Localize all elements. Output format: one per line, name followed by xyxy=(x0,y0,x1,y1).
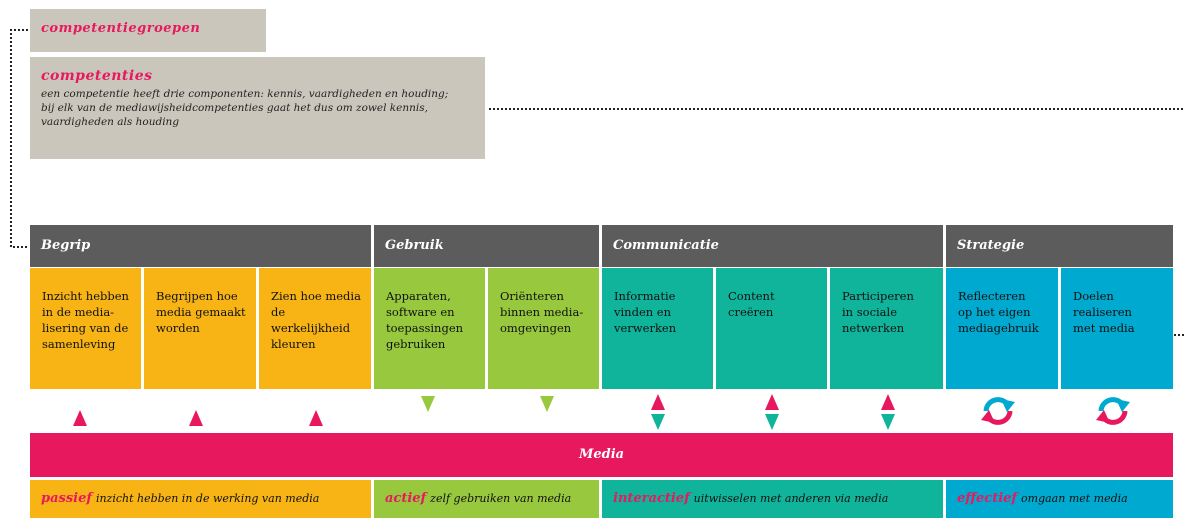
footer-text: inzicht hebben in de werking van media xyxy=(95,492,320,505)
group-header-begrip: Begrip xyxy=(30,225,371,267)
group-title: Gebruik xyxy=(385,238,444,253)
group-title: Communicatie xyxy=(613,238,719,253)
footer-text: omgaan met media xyxy=(1021,492,1128,505)
cell-line: kleuren xyxy=(271,337,316,351)
media-bar: Media xyxy=(30,433,1173,477)
footer-keyword: effectief xyxy=(957,491,1018,506)
down-arrow-icon xyxy=(881,414,895,430)
cell-line: realiseren xyxy=(1073,305,1132,319)
cell-line: software en xyxy=(386,305,455,319)
group-header-communicatie: Communicatie xyxy=(602,225,943,267)
cell-line: Zien hoe media xyxy=(271,289,361,303)
competency-groups-label: competentiegroepen xyxy=(41,21,201,36)
competency-groups-legend: competentiegroepen xyxy=(30,9,266,52)
cell-line: netwerken xyxy=(842,321,905,335)
cell-line: Apparaten, xyxy=(386,289,451,303)
down-arrow-icon xyxy=(651,414,665,430)
competency-cell-begrip-1: Inzicht hebben in de media- lisering van… xyxy=(30,268,141,389)
cell-line: met media xyxy=(1073,321,1135,335)
cell-line: worden xyxy=(156,321,200,335)
cell-line: Informatie xyxy=(614,289,676,303)
cell-line: op het eigen xyxy=(958,305,1031,319)
footer-keyword: interactief xyxy=(613,491,690,506)
cell-line: Content creëren xyxy=(728,289,775,319)
cell-line: Begrijpen hoe xyxy=(156,289,238,303)
cycle-arrowhead xyxy=(1116,399,1130,412)
description-line: een competentie heeft drie componenten: … xyxy=(41,88,449,100)
down-arrow-icon xyxy=(765,414,779,430)
cell-line: samenleving xyxy=(42,337,116,351)
down-arrow-icon xyxy=(421,396,435,412)
cycle-arrowhead xyxy=(1096,410,1110,423)
footer-text: uitwisselen met anderen via media xyxy=(693,492,889,505)
competency-cell-communicatie-3: Participeren in sociale netwerken xyxy=(830,268,943,389)
group-header-strategie: Strategie xyxy=(946,225,1173,267)
competency-cell-communicatie-1: Informatie vinden en verwerken xyxy=(602,268,713,389)
competency-cell-gebruik-2: Oriënteren binnen media- omgevingen xyxy=(488,268,599,389)
competency-cell-begrip-2: Begrijpen hoe media gemaakt worden xyxy=(144,268,256,389)
description-line: bij elk van de mediawijsheidcompetenties… xyxy=(41,102,428,114)
cell-line: lisering van de xyxy=(42,321,129,335)
cell-line: Reflecteren xyxy=(958,289,1026,303)
cell-line: toepassingen xyxy=(386,321,464,335)
competencies-legend: competenties een competentie heeft drie … xyxy=(30,57,485,159)
up-arrow-icon xyxy=(189,410,203,426)
competency-cell-strategie-2: Doelen realiseren met media xyxy=(1061,268,1173,389)
description-line: vaardigheden als houding xyxy=(41,116,180,128)
up-arrow-icon xyxy=(881,394,895,410)
footer-keyword: passief xyxy=(41,491,92,506)
groups-connector xyxy=(10,29,28,248)
cell-line: media gemaakt xyxy=(156,305,246,319)
up-arrow-icon xyxy=(765,394,779,410)
cell-line: omgevingen xyxy=(500,321,572,335)
competency-cell-strategie-1: Reflecteren op het eigen mediagebruik xyxy=(946,268,1058,389)
cell-line: Doelen xyxy=(1073,289,1114,303)
competency-cell-communicatie-2: Content creëren xyxy=(716,268,827,389)
cell-line: Oriënteren xyxy=(500,289,564,303)
cell-line: vinden en xyxy=(614,305,672,319)
competency-cell-begrip-3: Zien hoe media de werkelijkheid kleuren xyxy=(259,268,371,389)
cell-line: in de media- xyxy=(42,305,115,319)
competency-cell-gebruik-1: Apparaten, software en toepassingen gebr… xyxy=(374,268,485,389)
group-title: Strategie xyxy=(957,238,1025,253)
interaction-arrows xyxy=(73,394,1130,430)
cell-line: gebruiken xyxy=(386,337,446,351)
up-arrow-icon xyxy=(651,394,665,410)
cell-line: verwerken xyxy=(614,321,677,335)
cell-line: de werkelijkheid xyxy=(271,305,351,335)
cell-line: mediagebruik xyxy=(958,321,1039,335)
group-title: Begrip xyxy=(41,238,91,253)
cycle-arrowhead xyxy=(1001,399,1015,412)
down-arrow-icon xyxy=(540,396,554,412)
media-label: Media xyxy=(578,447,625,462)
competencies-title: competenties xyxy=(41,68,153,84)
competencies-description: een competentie heeft drie componenten: … xyxy=(41,87,448,129)
footer-keyword: actief xyxy=(385,491,427,506)
cell-line: Inzicht hebben xyxy=(42,289,129,303)
up-arrow-icon xyxy=(73,410,87,426)
footer-text: zelf gebruiken van media xyxy=(430,492,572,505)
group-header-gebruik: Gebruik xyxy=(374,225,599,267)
up-arrow-icon xyxy=(309,410,323,426)
cell-line: Participeren xyxy=(842,289,914,303)
cell-line: in sociale xyxy=(842,305,898,319)
cell-line: binnen media- xyxy=(500,305,584,319)
cycle-arrowhead xyxy=(981,410,995,423)
